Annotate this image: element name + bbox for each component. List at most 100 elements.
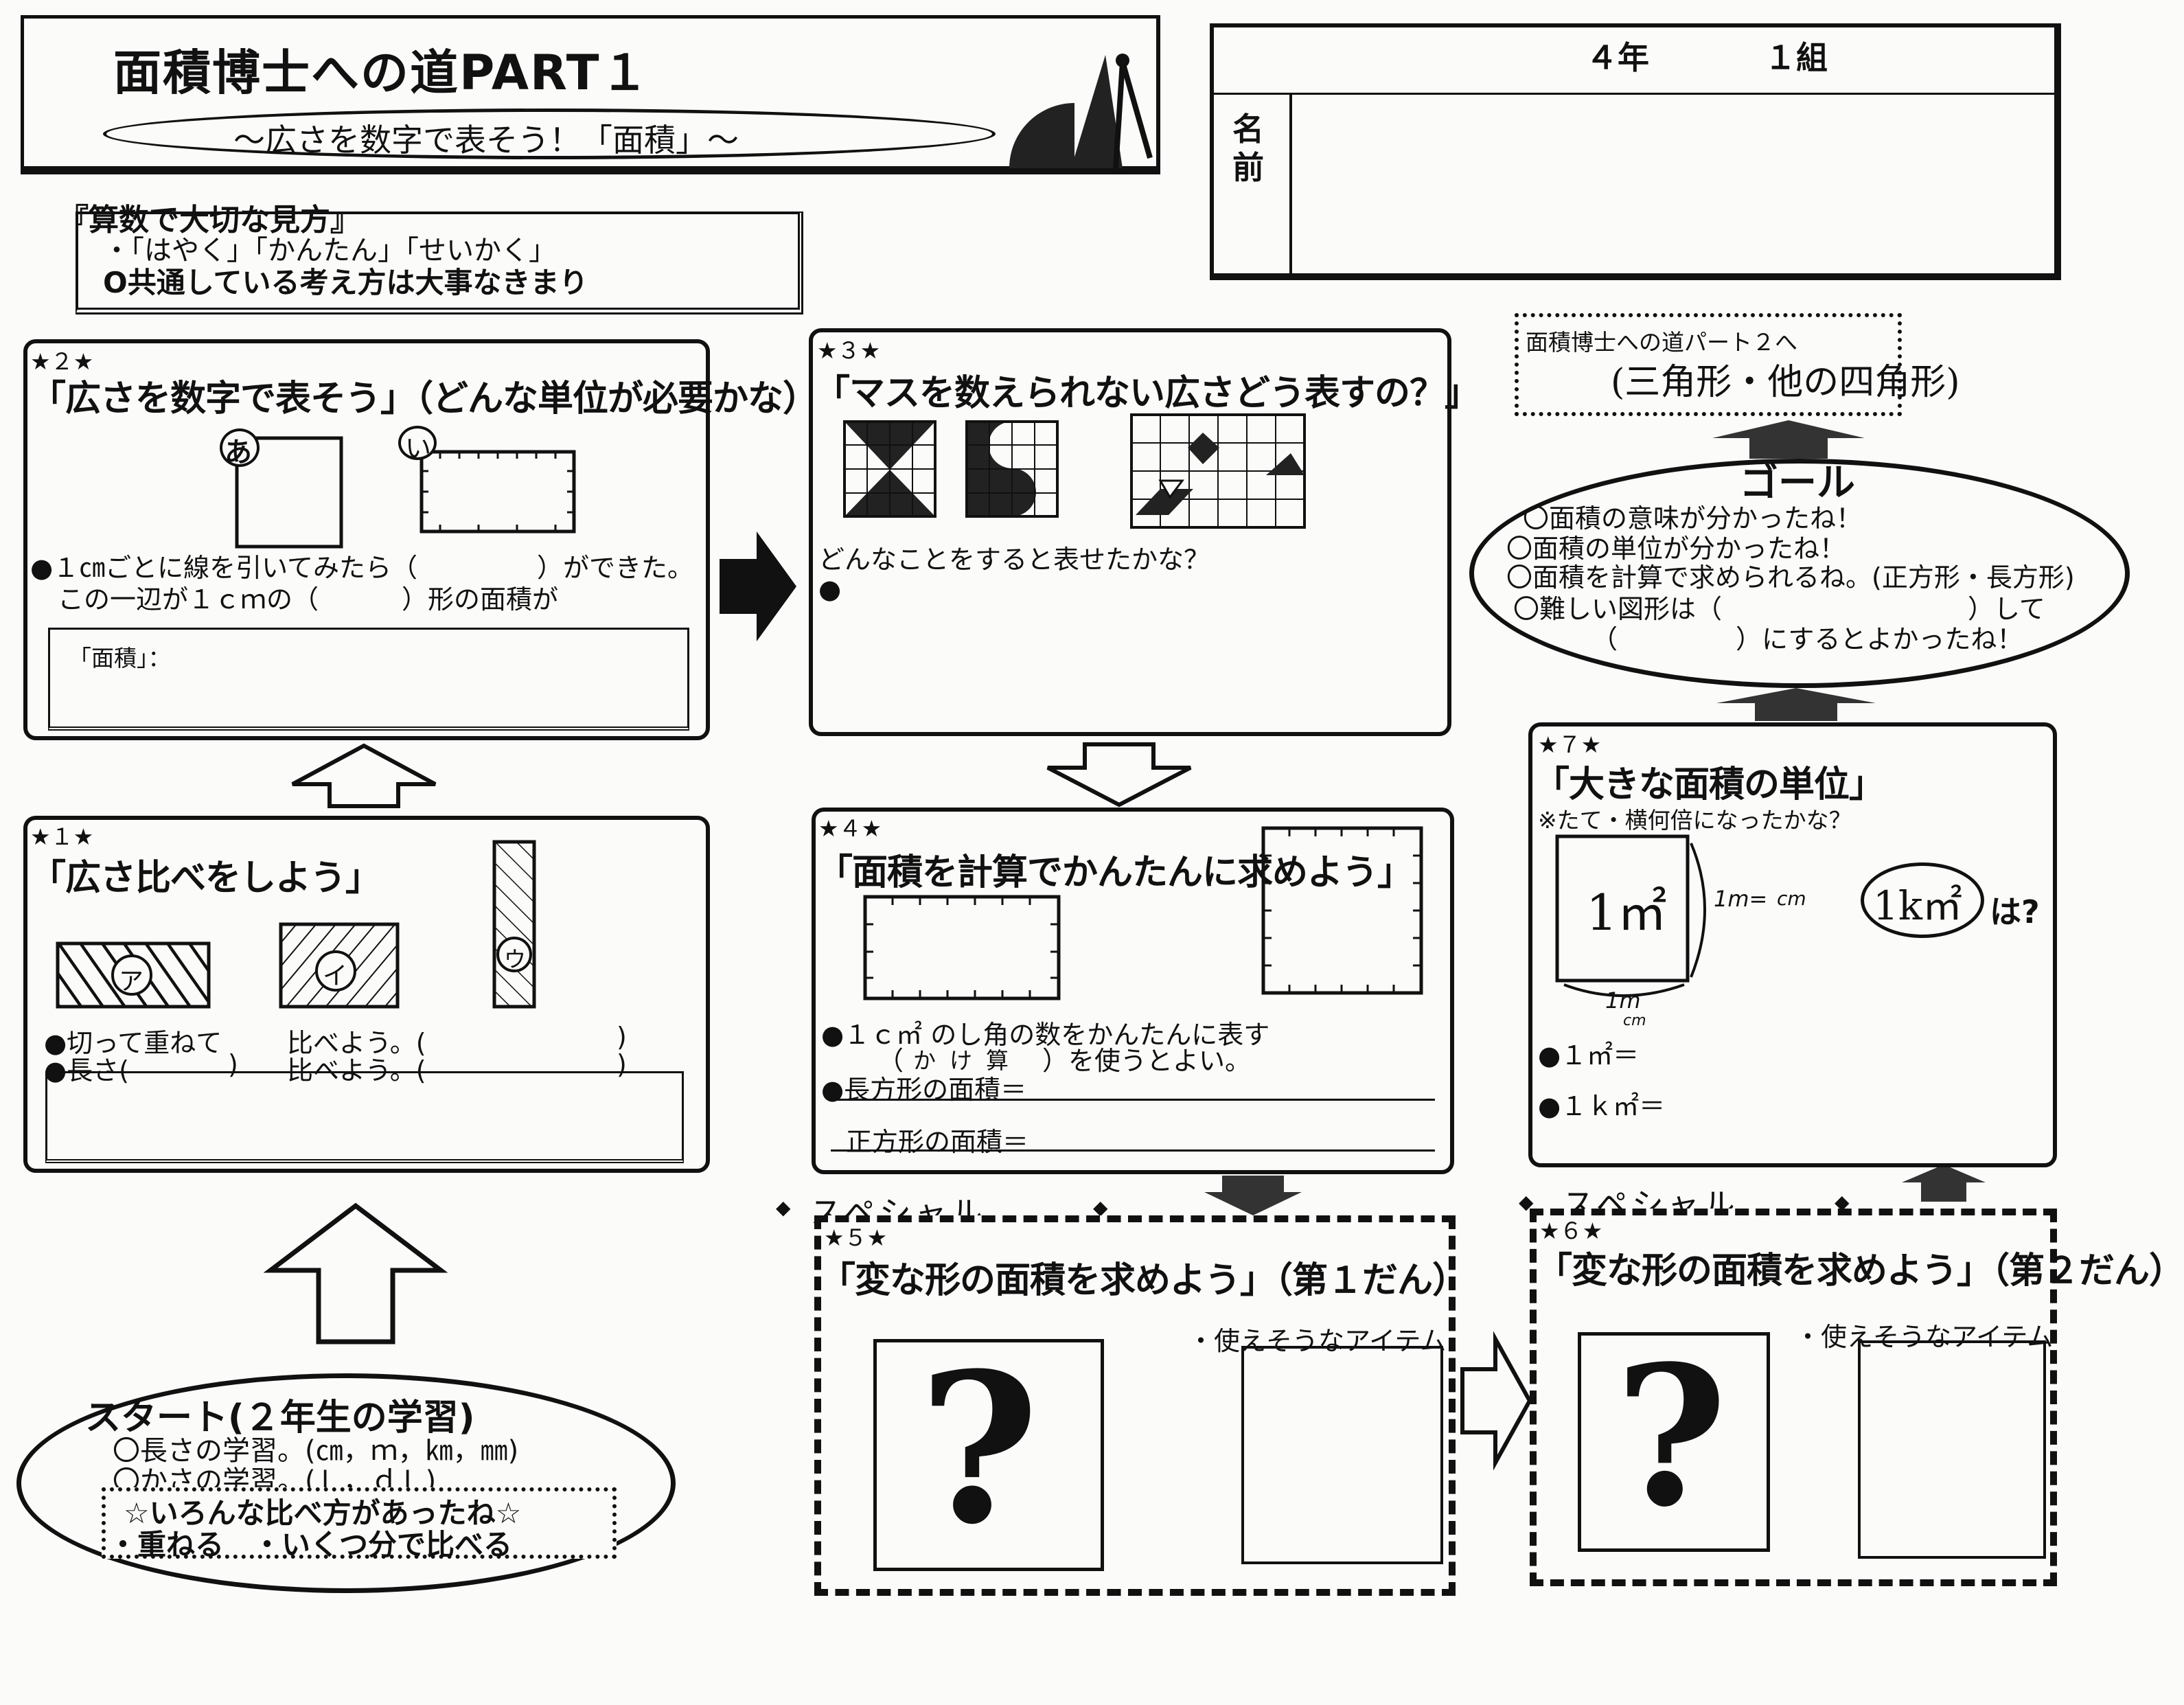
shape-b-circle bbox=[398, 426, 437, 460]
step4-number: ★４★ bbox=[818, 815, 882, 842]
square-figure bbox=[1261, 826, 1423, 995]
square-km-question: は? bbox=[1990, 893, 2040, 930]
square-meter-label: 1㎡ bbox=[1586, 884, 1667, 941]
arrow-up-start-to-1 bbox=[263, 1202, 448, 1344]
arrow-up-1-to-2 bbox=[291, 743, 437, 808]
step4-line2c: ）を使うとよい。 bbox=[1042, 1046, 1252, 1076]
start-note1: ☆いろんな比べ方があったね☆ bbox=[124, 1496, 522, 1530]
goal-line2: 〇面積の単位が分かったね！ bbox=[1506, 534, 1846, 564]
step4-box bbox=[812, 808, 1454, 1174]
step6-items-label: ・使えそうなアイテム bbox=[1795, 1322, 2054, 1352]
step1-title: 「広さ比べをしよう」 bbox=[30, 858, 381, 899]
start-note2: ・重ねる ・いくつ分で比べる bbox=[108, 1528, 513, 1561]
hourglass-grid-figure bbox=[843, 420, 936, 518]
goal-title: ゴール bbox=[1740, 461, 1855, 505]
goal-line5a: （ bbox=[1591, 624, 1618, 654]
arrow-up-goal-to-part2 bbox=[1712, 420, 1865, 459]
step3-box bbox=[809, 328, 1451, 736]
start-line1: 〇長さの学習。(㎝，ｍ，㎞，㎜) bbox=[113, 1435, 519, 1467]
part2-line2: (三角形・他の四角形) bbox=[1611, 362, 1960, 403]
shape-a-circle bbox=[220, 428, 260, 467]
part2-box bbox=[1515, 313, 1902, 416]
arrow-down-4-to-5 bbox=[1204, 1176, 1302, 1215]
hatched-rect-b bbox=[279, 922, 400, 1009]
step3-title: 「マスを数えられない広さどう表すの？」 bbox=[814, 373, 1480, 414]
step1-line1b: 比べよう。( bbox=[287, 1028, 426, 1058]
step4-square-answer-line[interactable] bbox=[831, 1149, 1435, 1152]
mixed-shapes-grid-figure bbox=[1130, 413, 1306, 529]
step4-square-label: 正方形の面積＝ bbox=[846, 1127, 1029, 1157]
step2-number: ★２★ bbox=[30, 348, 94, 375]
goal-line1: 〇面積の意味が分かったね！ bbox=[1523, 503, 1863, 534]
side-bottom-unit: cm bbox=[1623, 1012, 1646, 1029]
step6-mystery-box bbox=[1578, 1332, 1770, 1552]
subtitle-ellipse bbox=[103, 108, 996, 159]
step1-line1c: ) bbox=[617, 1022, 627, 1052]
arrow-down-3-to-4 bbox=[1046, 742, 1192, 808]
goal-line3: 〇面積を計算で求められるね。(正方形・長方形) bbox=[1506, 562, 2075, 593]
name-box bbox=[1210, 23, 2061, 280]
step2-box bbox=[23, 339, 710, 740]
arrow-right-2-to-3 bbox=[720, 531, 796, 641]
square-meter-figure bbox=[1555, 834, 1706, 997]
step5-items-box[interactable] bbox=[1241, 1346, 1443, 1564]
goal-line4a: 〇難しい図形は（ bbox=[1513, 594, 1723, 624]
step6-diamond-right: ◆ bbox=[1835, 1191, 1850, 1213]
step6-items-box[interactable] bbox=[1858, 1340, 2046, 1559]
hatched-rect-c bbox=[492, 840, 536, 1009]
goal-line4b: ）して bbox=[1968, 594, 2045, 624]
step2-inner-label: 「面積」： bbox=[69, 645, 171, 672]
side-bottom-label: 1m bbox=[1605, 987, 1641, 1014]
arrow-right-5-to-6 bbox=[1460, 1331, 1532, 1471]
step1-number: ★１★ bbox=[30, 823, 94, 850]
step7-eq1: ●１㎡＝ bbox=[1538, 1040, 1640, 1071]
step1-line2c: 比べよう。( bbox=[287, 1055, 426, 1086]
step5-title: 「変な形の面積を求めよう」（第１だん） bbox=[820, 1260, 1468, 1301]
step2-title: 「広さを数字で表そう」（どんな単位が必要かな） bbox=[30, 378, 818, 420]
name-label: 名 前 bbox=[1232, 111, 1264, 186]
page-title: 面積博士への道PART１ bbox=[113, 45, 650, 101]
curve-grid-figure bbox=[965, 420, 1059, 518]
square-km-label: 1k㎡ bbox=[1873, 882, 1963, 929]
name-field[interactable] bbox=[1294, 98, 2053, 275]
step5-diamond-right: ◆ bbox=[1093, 1196, 1108, 1219]
step5-number: ★５★ bbox=[824, 1224, 888, 1251]
shape-a-label: あ bbox=[225, 437, 252, 468]
step3-bullet: ● bbox=[818, 574, 842, 604]
page-subtitle: ～広さを数字で表そう！「面積」～ bbox=[233, 122, 739, 159]
step7-title: 「大きな面積の単位」 bbox=[1534, 764, 1885, 805]
part2-line1: 面積博士への道パート２へ bbox=[1526, 329, 1797, 356]
step2-answer-box[interactable] bbox=[48, 628, 689, 731]
viewpoint-title: 『算数で大切な見方』 bbox=[58, 203, 360, 238]
step4-title: 「面積を計算でかんたんに求めよう」 bbox=[817, 852, 1413, 893]
viewpoint-box bbox=[76, 211, 803, 314]
step1-line1a: ●切って重ねて bbox=[44, 1028, 222, 1058]
step6-question-mark: ? bbox=[1615, 1324, 1728, 1550]
step4-line1: ●１ｃ㎡ のし角の数をかんたんに表す bbox=[821, 1020, 1270, 1050]
hatched-rect-b-label: イ bbox=[323, 962, 348, 990]
step1-line2a: ●長さ( bbox=[44, 1055, 129, 1086]
viewpoint-line1: ・「はやく」「かんたん」「せいかく」 bbox=[103, 235, 556, 266]
grade-label: ４年 bbox=[1586, 39, 1649, 76]
step2-line2a: この一辺が１ｃｍの（ bbox=[58, 584, 319, 615]
start-note-box bbox=[102, 1487, 617, 1559]
step6-number: ★６★ bbox=[1539, 1217, 1603, 1244]
hatched-rect-c-label: ウ bbox=[504, 946, 527, 972]
name-box-vline bbox=[1289, 95, 1292, 276]
shape-b-label: い bbox=[405, 433, 432, 464]
step4-line2b: かけ算 bbox=[913, 1047, 1022, 1074]
step5-items-label: ・使えそうなアイテム bbox=[1188, 1326, 1447, 1356]
shape-b-rectangle bbox=[419, 450, 576, 534]
step7-note: ※たて・横何倍になったかな？ bbox=[1538, 807, 1852, 834]
rectangle-figure bbox=[863, 895, 1061, 1000]
compass-ruler-icon bbox=[1009, 54, 1153, 169]
side-right-unit: cm bbox=[1777, 887, 1806, 910]
step4-rect-answer-line[interactable] bbox=[831, 1099, 1435, 1101]
step5-mystery-box bbox=[873, 1339, 1104, 1571]
step5-diamond-left: ◆ bbox=[776, 1196, 791, 1219]
step1-answer-box[interactable] bbox=[45, 1071, 684, 1163]
step6-title: 「変な形の面積を求めよう」（第２だん） bbox=[1537, 1250, 2184, 1292]
start-title: スタート(２年生の学習) bbox=[85, 1397, 475, 1439]
step2-line1a: ●１㎝ごとに線を引いてみたら（ bbox=[30, 553, 418, 583]
step5-question-mark: ? bbox=[919, 1327, 1039, 1570]
